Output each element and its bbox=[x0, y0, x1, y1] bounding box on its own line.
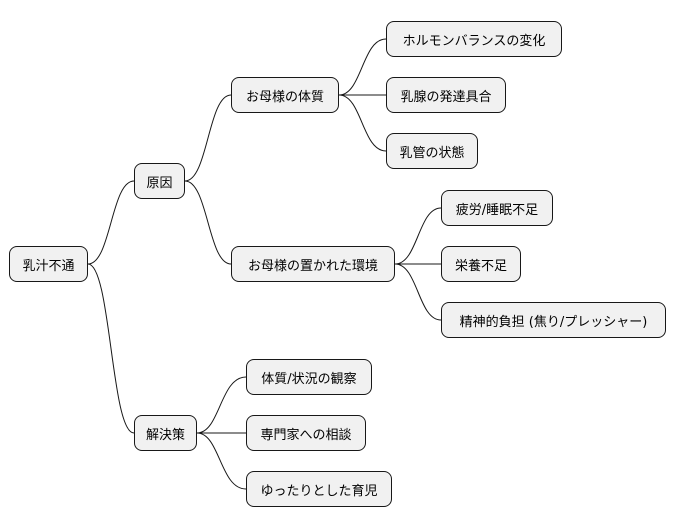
link-root-solution bbox=[87, 263, 135, 434]
leaf-relaxed-parenting-node: ゆったりとした育児 bbox=[246, 471, 392, 507]
subbranch-environment-node: お母様の置かれた環境 bbox=[231, 246, 395, 282]
leaf-consult-node: 専門家への相談 bbox=[246, 415, 366, 451]
leaf-observe-node: 体質/状況の観察 bbox=[246, 359, 372, 395]
leaf-milk-duct-node: 乳管の状態 bbox=[386, 133, 478, 169]
leaf-nutrition-node: 栄養不足 bbox=[441, 246, 521, 282]
link-cause-constitution bbox=[184, 94, 232, 182]
link-solution-relaxed bbox=[196, 432, 247, 490]
branch-solution-node: 解決策 bbox=[134, 415, 197, 451]
mindmap-root-node: 乳汁不通 bbox=[9, 246, 88, 282]
link-environment-stress bbox=[394, 263, 442, 321]
branch-cause-node: 原因 bbox=[134, 163, 185, 199]
link-environment-fatigue bbox=[394, 207, 442, 265]
link-solution-observe bbox=[196, 376, 247, 434]
link-root-cause bbox=[87, 180, 135, 265]
link-cause-environment bbox=[184, 180, 232, 265]
leaf-hormone-node: ホルモンバランスの変化 bbox=[386, 21, 562, 57]
subbranch-constitution-node: お母様の体質 bbox=[231, 77, 339, 113]
link-constitution-duct bbox=[338, 94, 387, 152]
leaf-fatigue-node: 疲労/睡眠不足 bbox=[441, 190, 553, 226]
link-constitution-hormone bbox=[338, 38, 387, 96]
leaf-mammary-gland-node: 乳腺の発達具合 bbox=[386, 77, 506, 113]
leaf-stress-node: 精神的負担 (焦り/プレッシャー) bbox=[441, 302, 666, 338]
